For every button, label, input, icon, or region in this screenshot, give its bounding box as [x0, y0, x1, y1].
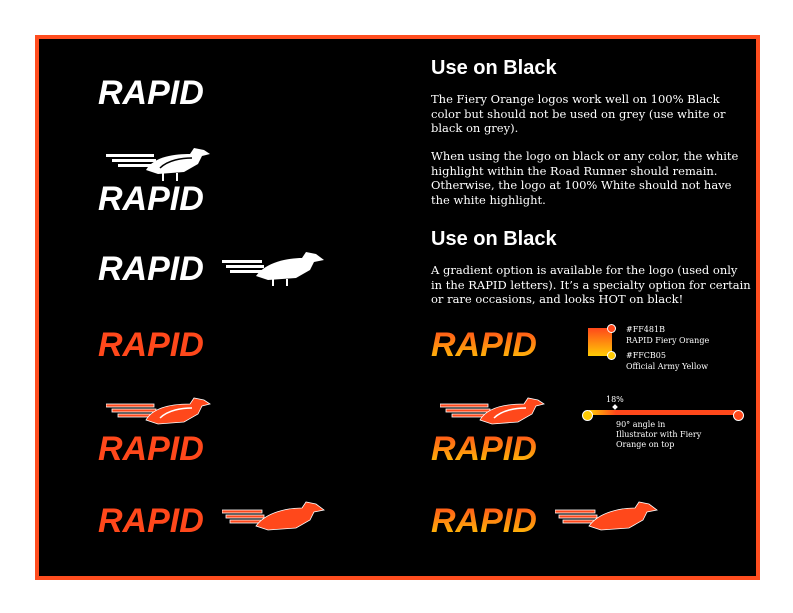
- rapid-wordmark-orange-horizontal: RAPID: [98, 502, 204, 536]
- rapid-wordmark-gradient-stacked: RAPID: [431, 430, 537, 464]
- roadrunner-icon-orange-horizontal: [222, 501, 325, 531]
- svg-text:RAPID: RAPID: [431, 430, 537, 464]
- gradient-stop-orange: [733, 410, 744, 421]
- roadrunner-icon-gradient-horizontal: [555, 501, 658, 531]
- svg-text:RAPID: RAPID: [431, 502, 537, 536]
- svg-text:RAPID: RAPID: [98, 250, 204, 284]
- gradient-bar: [589, 410, 739, 415]
- roadrunner-icon-gradient-stacked: [440, 397, 545, 425]
- section-1-paragraph-2: When using the logo on black or any colo…: [431, 149, 739, 207]
- rapid-wordmark-orange: RAPID: [98, 326, 204, 360]
- svg-text:RAPID: RAPID: [98, 180, 204, 214]
- rapid-wordmark-white-stacked: RAPID: [98, 180, 204, 214]
- svg-text:RAPID: RAPID: [431, 326, 537, 360]
- section-2-paragraph-1: A gradient option is available for the l…: [431, 263, 751, 306]
- swatch-dot-yellow: [607, 351, 616, 360]
- rapid-wordmark-gradient-horizontal: RAPID: [431, 502, 537, 536]
- section-1-paragraph-1: The Fiery Orange logos work well on 100%…: [431, 92, 726, 135]
- gradient-midpoint-label: 18%: [606, 395, 624, 404]
- swatch-yellow-hex: #FFCB05: [626, 351, 666, 360]
- roadrunner-icon-orange-stacked: [106, 397, 211, 425]
- brand-guide-panel: [35, 35, 760, 580]
- gradient-stop-yellow: [582, 410, 593, 421]
- rapid-wordmark-white: RAPID: [98, 74, 204, 108]
- rapid-wordmark-orange-stacked: RAPID: [98, 430, 204, 464]
- rapid-wordmark-white-horizontal: RAPID: [98, 250, 204, 284]
- swatch-orange-name: RAPID Fiery Orange: [626, 336, 710, 345]
- roadrunner-icon-white-horizontal: [222, 252, 324, 286]
- section-heading-2: Use on Black: [431, 228, 557, 250]
- swatch-orange-hex: #FF481B: [626, 325, 665, 334]
- svg-text:RAPID: RAPID: [98, 326, 204, 360]
- section-heading-1: Use on Black: [431, 57, 557, 79]
- rapid-wordmark-gradient: RAPID: [431, 326, 537, 360]
- svg-text:RAPID: RAPID: [98, 430, 204, 464]
- svg-text:RAPID: RAPID: [98, 502, 204, 536]
- swatch-dot-orange: [607, 324, 616, 333]
- gradient-note: 90° angle in Illustrator with Fiery Oran…: [616, 420, 702, 449]
- swatch-yellow-name: Official Army Yellow: [626, 362, 709, 371]
- roadrunner-icon-white-stacked: [106, 148, 210, 181]
- svg-text:RAPID: RAPID: [98, 74, 204, 108]
